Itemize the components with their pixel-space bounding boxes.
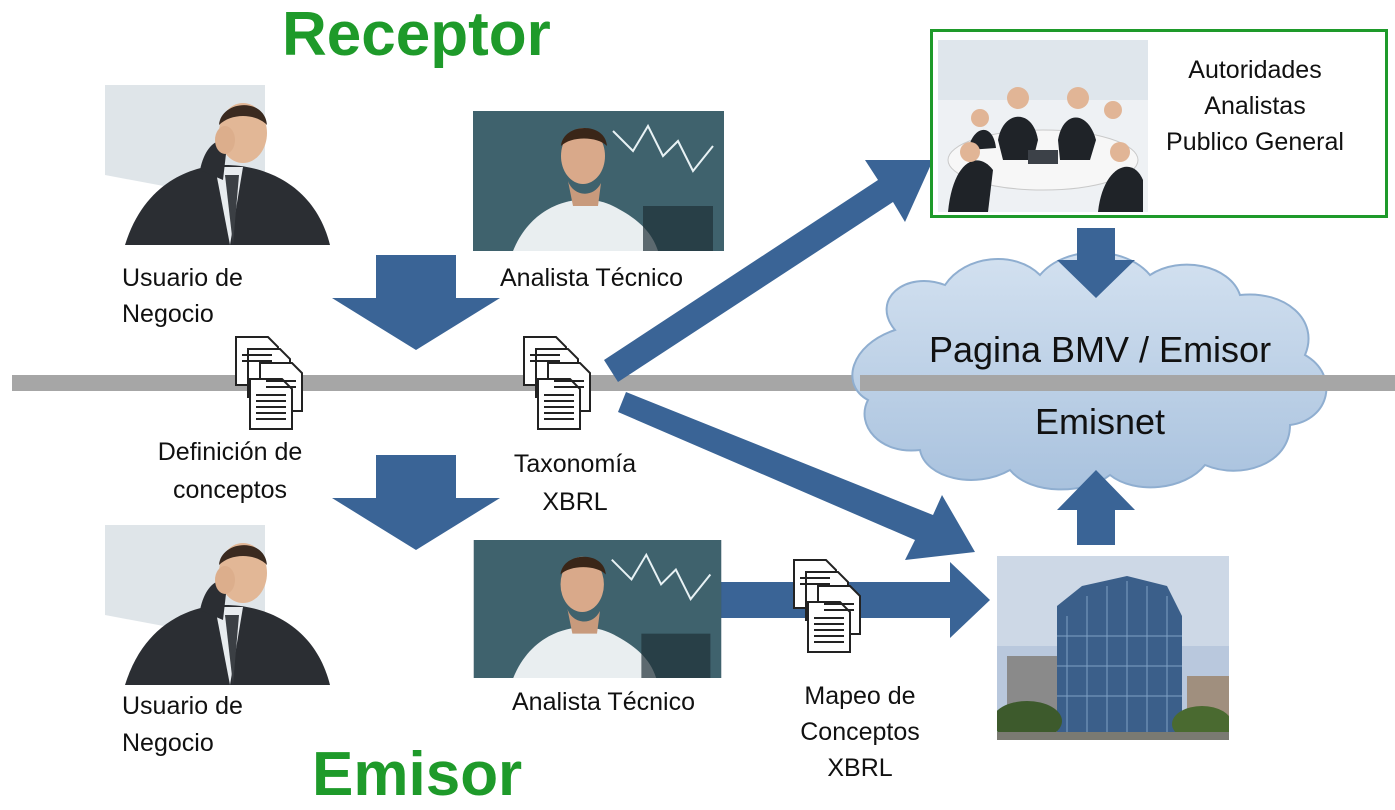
meeting-photo — [938, 40, 1148, 212]
audience-line-2: Analistas — [1204, 92, 1306, 120]
taxonomy-label-1: Taxonomía — [513, 450, 637, 478]
concept-mapping-label-3: XBRL — [827, 754, 893, 782]
audience-line-1: Autoridades — [1188, 56, 1322, 84]
business-user-label-bottom-2: Negocio — [122, 729, 214, 757]
concept-mapping-label-2: Conceptos — [800, 718, 920, 746]
business-user-photo-bottom — [105, 525, 348, 685]
building-photo — [997, 556, 1229, 740]
concept-definition-label-1: Definición de — [157, 438, 303, 466]
arrow-audience-to-cloud — [1057, 228, 1135, 298]
arrow-building-to-cloud — [1057, 470, 1135, 545]
cloud-line-2: Emisnet — [1034, 401, 1166, 442]
cloud-divider-band — [860, 375, 1395, 391]
cloud-shape — [851, 251, 1328, 491]
arrow-down-top — [332, 255, 500, 350]
document-stack-icon — [520, 333, 600, 433]
emisor-title: Emisor — [312, 740, 523, 809]
business-user-label-top-1: Usuario de — [122, 264, 243, 292]
technical-analyst-photo-bottom — [471, 540, 724, 678]
business-user-photo-top — [105, 85, 348, 245]
arrow-taxonomy-to-audience — [604, 160, 933, 382]
technical-analyst-label-top: Analista Técnico — [500, 264, 683, 292]
receptor-title: Receptor — [282, 0, 551, 69]
technical-analyst-label-bottom: Analista Técnico — [512, 688, 695, 716]
document-stack-icon — [790, 556, 870, 656]
document-stack-icon — [232, 333, 312, 433]
concept-mapping-label-1: Mapeo de — [804, 682, 916, 710]
arrow-analyst-to-building-head — [950, 562, 990, 638]
business-user-label-bottom-1: Usuario de — [122, 692, 243, 720]
concept-definition-label-2: conceptos — [173, 476, 287, 504]
arrow-taxonomy-to-building — [618, 392, 975, 560]
taxonomy-label-2: XBRL — [542, 488, 608, 516]
business-user-label-top-2: Negocio — [122, 300, 214, 328]
arrow-down-bottom — [332, 455, 500, 550]
cloud-line-1: Pagina BMV / Emisor — [928, 329, 1272, 370]
technical-analyst-photo-top — [473, 111, 724, 251]
audience-line-3: Publico General — [1166, 128, 1344, 156]
